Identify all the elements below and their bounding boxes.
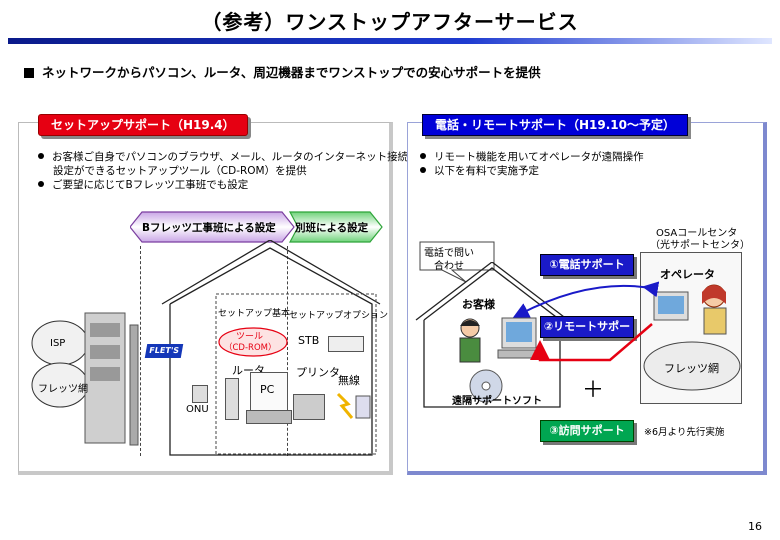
wireless-label: 無線 xyxy=(338,374,360,387)
left-bullet-1: お客様ご自身でパソコンのブラウザ、メール、ルータのインターネット接続 xyxy=(38,150,408,164)
bullet-icon xyxy=(38,181,44,187)
right-bullet-2: 以下を有料で実施予定 xyxy=(420,164,539,178)
isp-label: ISP xyxy=(50,338,66,349)
divider-line xyxy=(287,246,288,456)
band-a-label: Bフレッツ工事班による設定 xyxy=(142,222,276,234)
left-bullet-2: ご要望に応じてBフレッツ工事班でも設定 xyxy=(38,178,248,192)
pc-label: PC xyxy=(260,383,275,396)
flets-logo: FLET'S xyxy=(144,344,184,358)
router-icon xyxy=(225,378,239,420)
call-center-sub-label: （光サポートセンタ） xyxy=(650,240,750,251)
right-flets-net-label: フレッツ網 xyxy=(664,362,719,375)
visit-note: ※6月より先行実施 xyxy=(644,427,725,438)
callout-line2: 合わせ xyxy=(434,261,464,272)
title-underline xyxy=(8,38,772,44)
bullet-icon xyxy=(420,153,426,159)
square-bullet-icon xyxy=(24,68,34,78)
page-title: （参考）ワンストップアフターサービス xyxy=(201,10,579,34)
setup-option-label: セットアップオプション xyxy=(289,311,389,321)
stb-label: STB xyxy=(298,334,320,347)
callout-bubble xyxy=(419,241,495,283)
right-bullet-1: リモート機能を用いてオペレータが遠隔操作 xyxy=(420,150,644,164)
tool-label: ツール xyxy=(236,332,264,342)
printer-icon xyxy=(293,394,325,420)
left-bullet-1-cont: 設定ができるセットアップツール（CD-ROM）を提供 xyxy=(53,165,307,177)
onu-icon xyxy=(192,385,208,403)
printer-label: プリンタ xyxy=(296,366,340,379)
setup-basic-label: セットアップ基本 xyxy=(218,309,291,319)
remote-soft-cd-icon xyxy=(469,369,503,403)
page-number: 16 xyxy=(748,520,762,533)
setup-band-arrows xyxy=(130,211,383,243)
left-bullet-text: お客様ご自身でパソコンのブラウザ、メール、ルータのインターネット接続 xyxy=(52,151,409,163)
onu-label: ONU xyxy=(186,404,209,415)
pc-icon xyxy=(250,372,288,412)
subtitle: ネットワークからパソコン、ルータ、周辺機器までワンストップでの安心サポートを提供 xyxy=(24,62,541,81)
bullet-icon xyxy=(420,167,426,173)
network-side xyxy=(31,312,139,446)
keyboard-icon xyxy=(246,410,292,424)
subtitle-text: ネットワークからパソコン、ルータ、周辺機器までワンストップでの安心サポートを提供 xyxy=(42,65,541,80)
home-outline xyxy=(161,240,381,456)
bullet-icon xyxy=(38,153,44,159)
setup-support-header: セットアップサポート（H19.4） xyxy=(38,114,248,136)
left-bullet-text: ご要望に応じてBフレッツ工事班でも設定 xyxy=(52,179,249,191)
customer-pc-icon xyxy=(459,317,543,363)
right-bullet-text: 以下を有料で実施予定 xyxy=(434,165,539,177)
remote-soft-label: 遠隔サポートソフト xyxy=(452,396,542,407)
operator-icon xyxy=(653,284,727,335)
left-flets-net-label: フレッツ網 xyxy=(38,384,88,395)
band-a-arrow xyxy=(130,211,295,243)
remote-support-button[interactable]: ②リモートサポート xyxy=(540,316,634,353)
phone-remote-support-header: 電話・リモートサポート（H19.10～予定） xyxy=(422,114,689,136)
call-center-label: OSAコールセンタ xyxy=(656,228,738,239)
band-b-label: 別班による設定 xyxy=(295,222,369,234)
support-arrows xyxy=(512,281,660,362)
cd-rom-tool-icon xyxy=(218,327,288,357)
band-b-arrow xyxy=(289,211,383,243)
right-bullet-text: リモート機能を用いてオペレータが遠隔操作 xyxy=(434,151,644,163)
plus-sign: ＋ xyxy=(582,378,605,403)
callout-line1: 電話で問い xyxy=(424,248,474,259)
operator-label: オペレータ xyxy=(660,268,715,281)
tool-sub-label: （CD-ROM） xyxy=(224,343,277,353)
stb-icon xyxy=(328,336,364,352)
customer-label: お客様 xyxy=(462,298,495,311)
visit-support-button[interactable]: ③訪問サポート xyxy=(540,420,634,442)
wireless-icon xyxy=(336,392,371,419)
right-flets-cloud xyxy=(643,341,741,391)
divider-line xyxy=(140,246,141,456)
phone-support-button[interactable]: ①電話サポート xyxy=(540,254,634,276)
